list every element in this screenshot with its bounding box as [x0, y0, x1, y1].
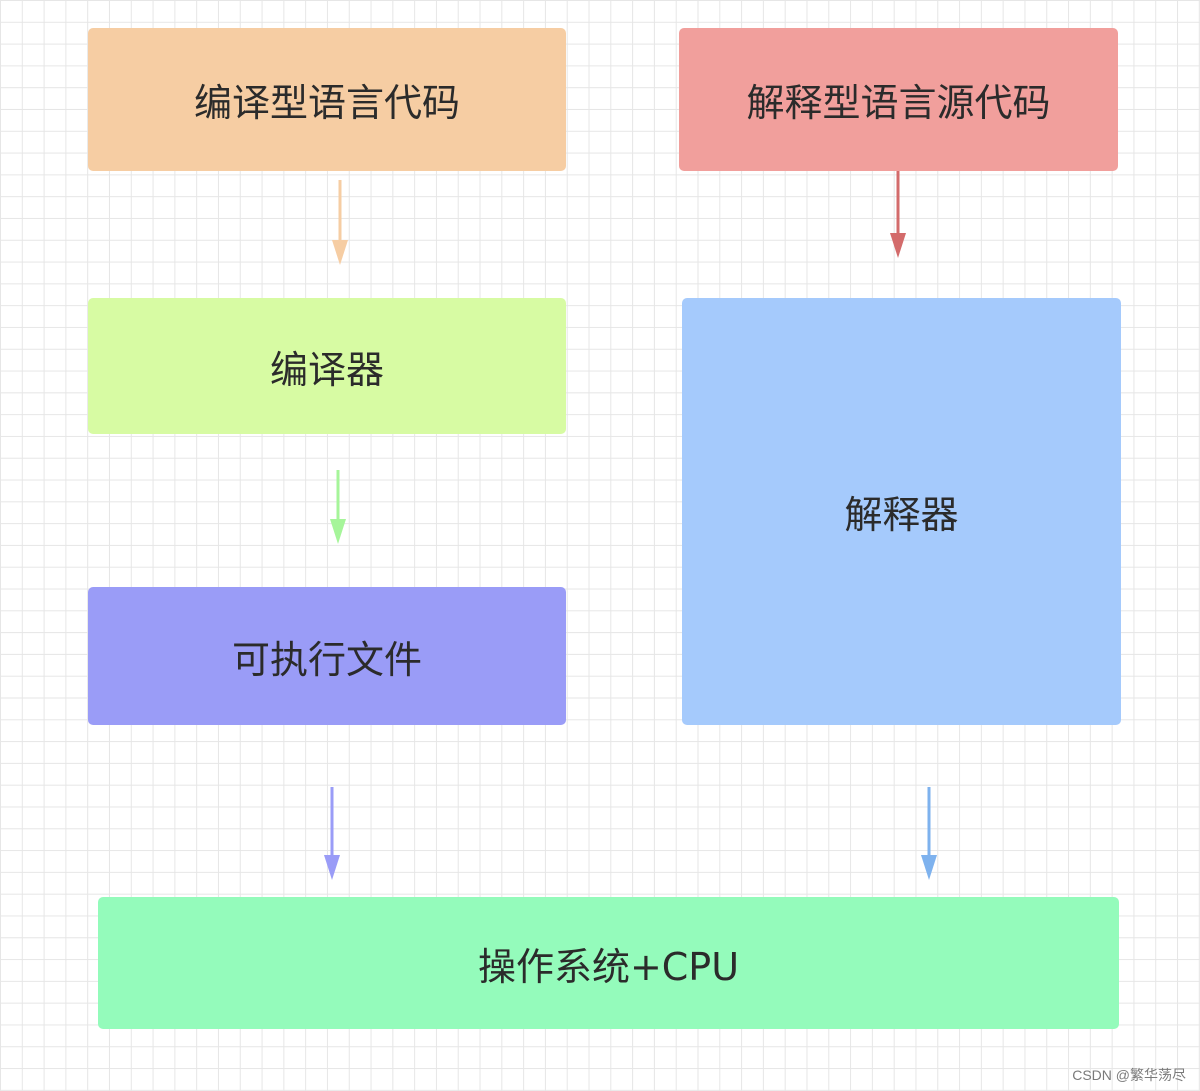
interpreted-language-source-label: 解释型语言源代码: [746, 81, 1051, 125]
executable-file-label: 可执行文件: [231, 637, 422, 682]
interpreted-language-source-node: 解释型语言源代码: [679, 28, 1118, 171]
watermark: CSDN @繁华荡尽: [1072, 1067, 1186, 1083]
interpreter-node: 解释器: [682, 298, 1121, 725]
compiled-language-source-label: 编译型语言代码: [193, 81, 460, 125]
arrow-compiler-to-executable: [330, 470, 346, 544]
compiler-label: 编译器: [269, 347, 384, 392]
compiled-language-source-node: 编译型语言代码: [88, 28, 566, 171]
interpreter-label: 解释器: [844, 493, 959, 537]
compiler-node: 编译器: [88, 298, 566, 434]
arrow-compiled-source-to-compiler: [332, 180, 348, 265]
os-cpu-node: 操作系统+CPU: [98, 897, 1119, 1029]
executable-file-node: 可执行文件: [88, 587, 566, 725]
arrow-executable-to-os-cpu: [324, 787, 340, 880]
os-cpu-label: 操作系统+CPU: [477, 944, 740, 989]
arrow-interpreted-source-to-interpreter: [890, 171, 906, 258]
arrow-interpreter-to-os-cpu: [921, 787, 937, 880]
